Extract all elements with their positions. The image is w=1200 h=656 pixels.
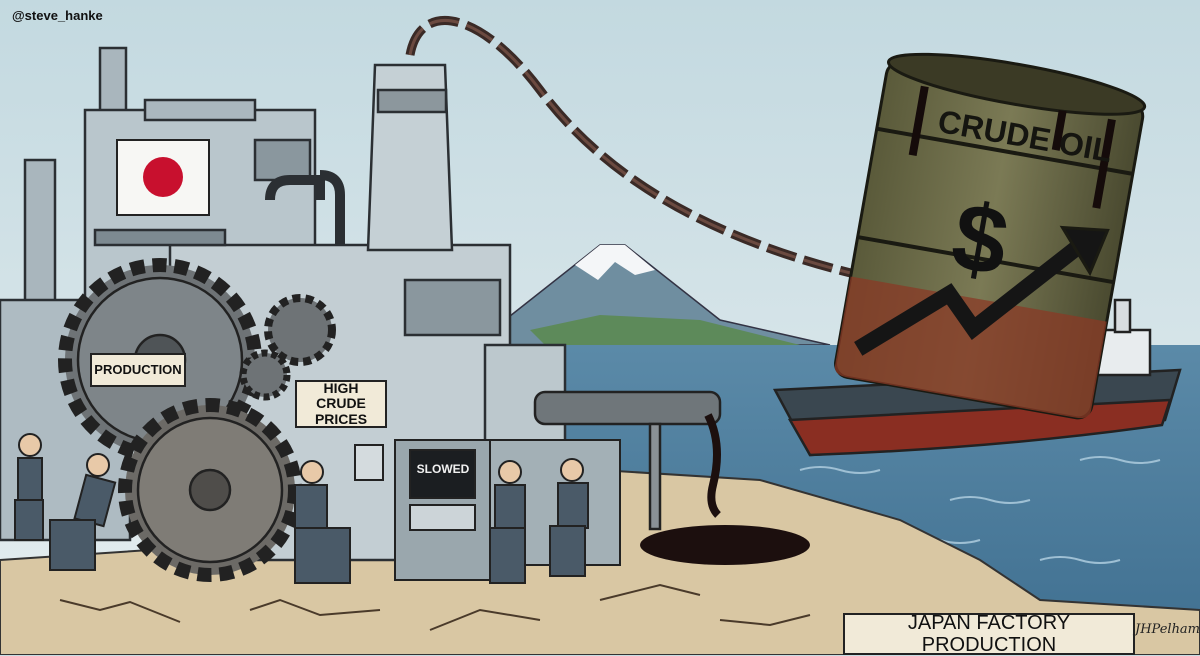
small-gear (239, 349, 291, 401)
crude-oil-barrel (834, 52, 1147, 420)
high-crude-prices-sign: HIGH CRUDE PRICES (295, 380, 387, 428)
production-sign: PRODUCTION (90, 353, 186, 387)
lower-gear (118, 398, 302, 582)
caption-title: JAPAN FACTORY PRODUCTION (907, 612, 1071, 656)
arrow-head-icon (1059, 225, 1110, 277)
worker (294, 460, 351, 584)
oil-pipe (533, 390, 722, 531)
worker (549, 458, 589, 577)
oil-puddle (640, 525, 810, 565)
worker (49, 453, 117, 571)
slowed-screen-text: SLOWED (416, 462, 470, 476)
workers (14, 433, 589, 584)
author-handle: @steve_hanke (12, 8, 103, 23)
worker (489, 460, 526, 584)
worker (14, 433, 44, 541)
japan-flag (116, 139, 210, 216)
artist-signature: JHPelham (1135, 622, 1200, 637)
ground-cracks (59, 583, 811, 631)
small-gear (264, 294, 336, 366)
chain (405, 16, 881, 285)
caption-box: JAPAN FACTORY PRODUCTION (843, 612, 1135, 656)
rising-arrow-icon (854, 239, 1085, 356)
mount-fuji (504, 244, 831, 360)
